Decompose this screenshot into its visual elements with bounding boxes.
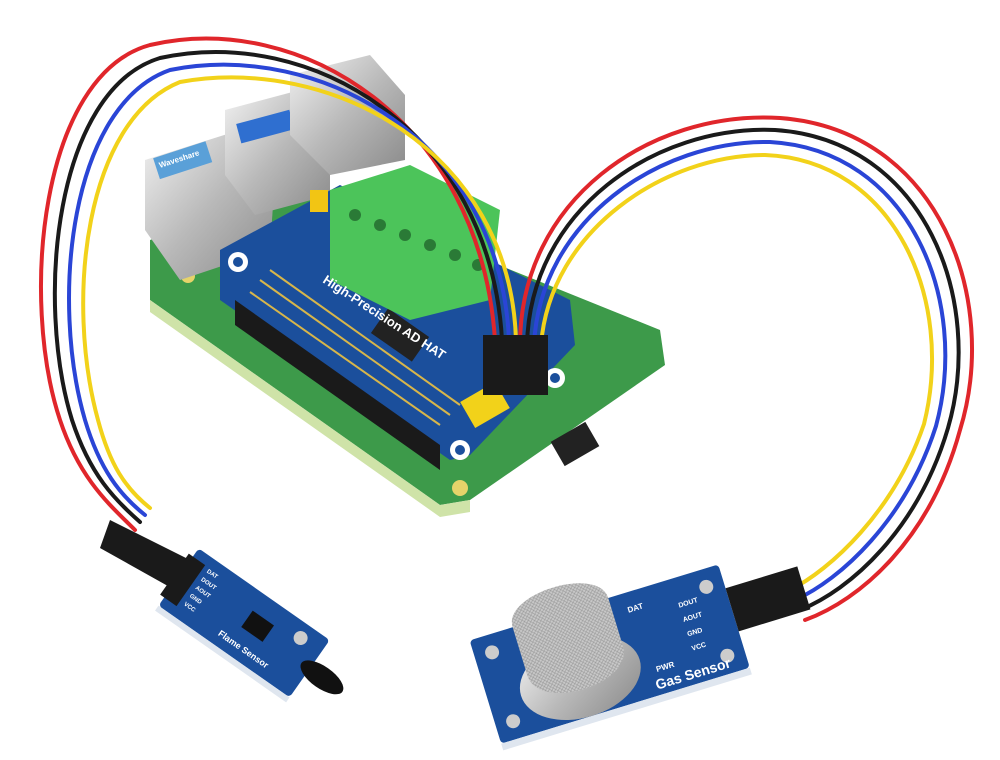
jumper [310, 190, 328, 212]
flame-connector [100, 520, 190, 590]
gpio-header-pins [249, 269, 461, 426]
comparator-chip [241, 610, 274, 642]
adc-chip [370, 308, 430, 362]
cable-to-gas-sensor [518, 115, 974, 622]
gas-sensor-module: DAT DOUT AOUT GND VCC PWR Gas Sensor [470, 565, 811, 751]
gas-led-dat: DAT [626, 601, 644, 614]
flame-pin-dat: DAT [205, 569, 218, 581]
ethernet-sticker [153, 141, 213, 180]
potentiometer [293, 631, 308, 646]
hat-connector [483, 335, 548, 395]
flame-sensor-module: Flame Sensor DAT DOUT AOUT GND VCC [155, 549, 344, 703]
ir-receiver [300, 660, 344, 695]
gas-connector [725, 566, 811, 632]
mq-sensor-mesh [511, 583, 624, 693]
gas-pin-gnd: GND [687, 627, 704, 638]
cable-to-flame-sensor [39, 36, 518, 532]
gas-pin-vcc: VCC [691, 642, 707, 653]
usb-port-2 [290, 55, 405, 175]
